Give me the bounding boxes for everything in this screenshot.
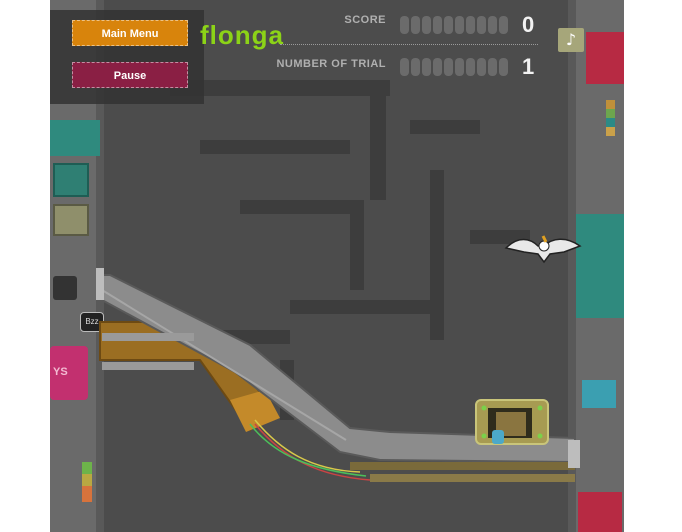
music-note-icon: ♪ (565, 30, 577, 49)
trials-label: NUMBER OF TRIAL (276, 58, 386, 70)
right-wall-circuit-icon (582, 380, 616, 408)
tank-board-icon (53, 204, 89, 236)
left-wall-badge-text: YS (53, 366, 68, 378)
creature-character (492, 430, 504, 444)
trials-value: 1 (522, 54, 535, 79)
right-wall-panel-teal (576, 214, 624, 318)
left-wall-magenta-badge (50, 346, 88, 400)
music-toggle-button[interactable]: ♪ (558, 28, 584, 52)
hud-divider (280, 44, 538, 45)
game-stage[interactable]: Bzz YS (50, 0, 624, 532)
main-menu-button[interactable]: Main Menu (72, 20, 188, 46)
goal-box (475, 399, 549, 445)
fan-icon (53, 276, 77, 300)
trials-digits (400, 58, 536, 78)
bird-character[interactable] (504, 232, 584, 268)
right-wall-panel-red-bottom (578, 492, 622, 532)
score-value: 0 (522, 12, 535, 37)
circuit-board-icon (53, 163, 89, 197)
flonga-logo[interactable]: flonga (200, 20, 284, 50)
score-digits (400, 16, 536, 36)
left-wall-panel-teal (50, 120, 100, 156)
left-wall-meter (82, 462, 92, 502)
right-wall-panel-red (586, 32, 624, 84)
score-label: SCORE (344, 14, 386, 26)
right-wall-meter (606, 100, 615, 136)
pause-button[interactable]: Pause (72, 62, 188, 88)
